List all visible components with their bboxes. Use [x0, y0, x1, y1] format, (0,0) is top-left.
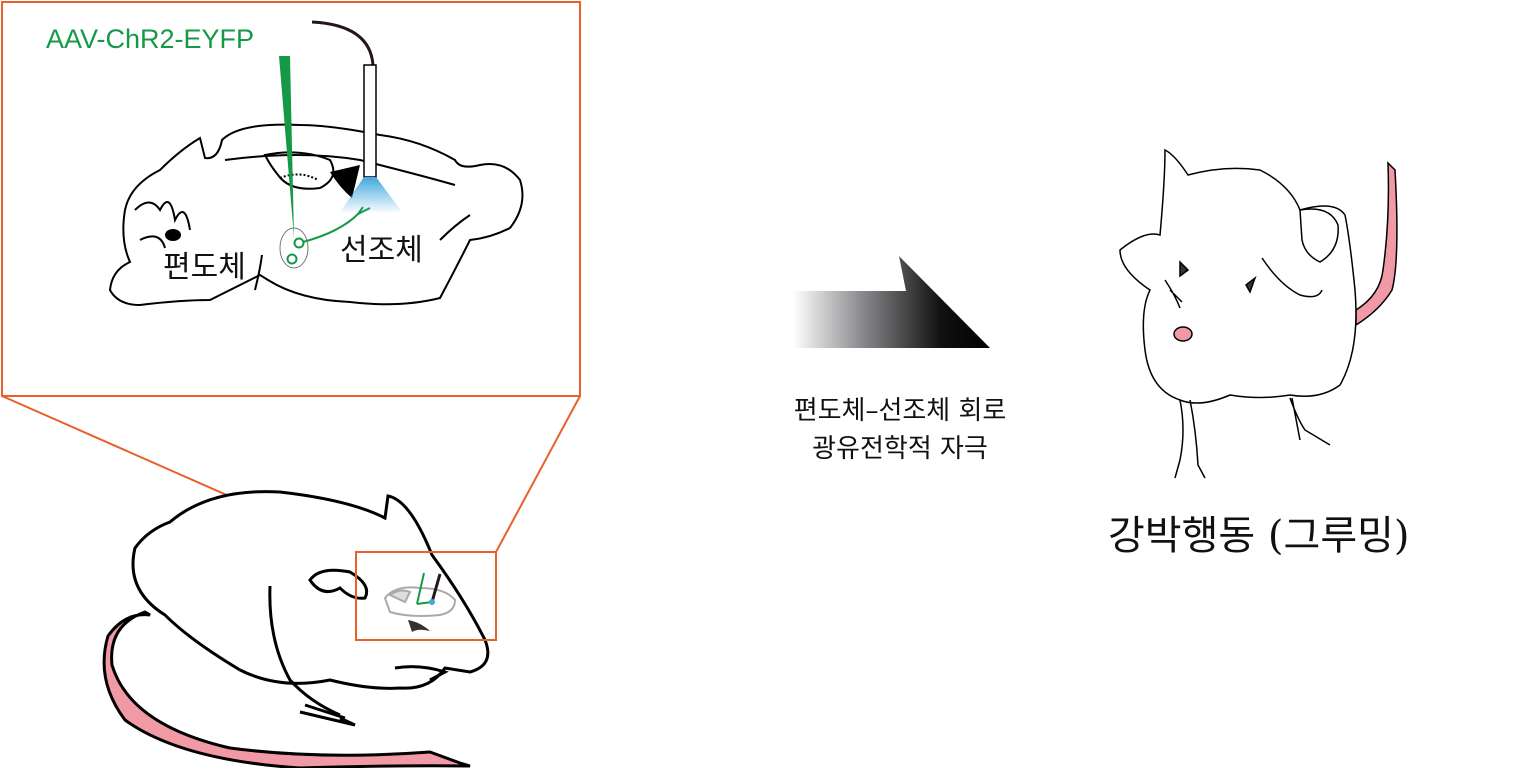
light-cone — [340, 177, 402, 212]
grooming-mouse — [1119, 148, 1398, 479]
mini-light — [429, 599, 435, 605]
amygdala-region — [279, 227, 309, 269]
virus-label: AAV-ChR2-EYFP — [46, 24, 255, 54]
brain-stem-line — [254, 254, 263, 291]
groom-eye-left — [1179, 260, 1190, 278]
groom-eye-right — [1245, 275, 1257, 294]
mouse-whisker-mouth — [394, 665, 449, 682]
stimulation-caption: 편도체–선조체 회로 광유전학적 자극 — [700, 392, 1100, 468]
mouse-eye — [408, 620, 430, 632]
optic-fiber-cable — [311, 20, 375, 66]
amygdala-nucleus — [165, 229, 181, 241]
mouse-zoom-frame — [355, 551, 497, 641]
mini-injection — [416, 572, 425, 605]
zoom-line-right — [495, 395, 581, 553]
infected-neuron-2 — [286, 253, 298, 265]
mouse-paw — [299, 703, 356, 727]
inset-frame — [1, 1, 581, 397]
injection-needle-icon — [279, 56, 294, 238]
mouse-front-leg — [268, 585, 341, 717]
groom-paw-right — [1261, 257, 1323, 298]
mouse-ear — [308, 568, 369, 600]
ventricle — [330, 165, 360, 198]
infected-neuron-1 — [293, 237, 305, 249]
groom-ear — [1299, 208, 1339, 263]
mini-fiber — [430, 573, 442, 603]
optic-fiber-icon — [363, 64, 377, 178]
mouse-tail — [102, 610, 471, 768]
groom-body — [1119, 148, 1357, 404]
mini-brain — [383, 586, 457, 617]
groom-nose — [1173, 326, 1193, 342]
groom-tail — [1355, 161, 1398, 327]
behavior-label: 강박행동 (그루밍) — [1108, 513, 1410, 559]
caption-line-1: 편도체–선조체 회로 — [793, 396, 1007, 426]
frontal-line — [439, 214, 471, 241]
groom-paw-left — [1164, 279, 1183, 309]
caption-line-2: 광유전학적 자극 — [812, 434, 988, 464]
mouse-side-view — [102, 490, 490, 768]
hippocampus — [263, 151, 335, 190]
gradient-right-arrow-icon — [793, 256, 990, 348]
groom-leg-right — [1289, 397, 1331, 446]
striatum-label: 선조체 — [340, 233, 423, 268]
groom-leg-left — [1174, 399, 1206, 479]
cerebellum-folds — [134, 201, 191, 249]
amygdala-label: 편도체 — [163, 250, 246, 285]
hippocampus-inner — [279, 173, 319, 181]
